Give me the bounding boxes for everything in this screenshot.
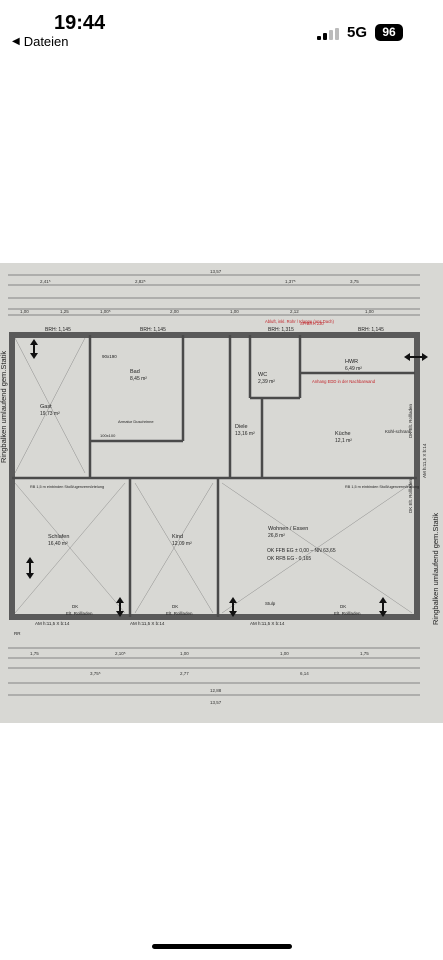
status-bar: 19:44 ◀ Dateien 5G 96 (0, 0, 443, 56)
home-indicator[interactable] (152, 944, 292, 949)
brh-2: BRH: 1,145 (140, 327, 166, 333)
red-note-4: Anhang EDD in der Nachbarwand (312, 379, 376, 384)
rr-label: RR (14, 631, 21, 636)
bottom-dk-3: DK (340, 604, 346, 609)
bottom-am-1: AM h:11,5 X b:14 (35, 621, 70, 626)
room-bad-name: Bad (130, 369, 140, 375)
room-gast-name: Gast (40, 404, 52, 410)
arrow-markers (26, 339, 428, 617)
bottom-am-3: AM h:11,5 X b:14 (250, 621, 285, 626)
wall-note-right: Ringbalken umlaufend gem.Statik (431, 513, 440, 625)
svg-text:1,00: 1,00 (365, 309, 374, 314)
network-type: 5G (347, 24, 368, 41)
red-note-3: SP/BRH 230 (300, 321, 324, 326)
room-diele-area: 13,16 m² (235, 431, 255, 437)
svg-text:2,00: 2,00 (170, 309, 179, 314)
room-diele-name: Diele (235, 424, 248, 430)
svg-text:2,41⁵: 2,41⁵ (40, 279, 51, 284)
bottom-sub-dimension: 12,88 (210, 688, 222, 693)
svg-text:1,37⁵: 1,37⁵ (285, 279, 296, 284)
top-dimension-lines (8, 274, 420, 316)
room-wc-name: WC (258, 372, 267, 378)
room-hwr-name: HWR (345, 359, 358, 365)
hatch-lines (14, 337, 413, 614)
ringbalken-note-1: RB 1,5 m einbinden Stoßfugenvermörtelung (30, 485, 104, 489)
back-to-files-button[interactable]: ◀ Dateien (12, 34, 69, 49)
room-gast-area: 19,73 m² (40, 411, 60, 417)
red-note-2: Abluft, inkl. Rohr / Klappe (ans Dach) (265, 319, 334, 324)
svg-text:1,00: 1,00 (180, 651, 189, 656)
room-schlafen-area: 16,40 m² (48, 541, 68, 547)
back-arrow-icon: ◀ (12, 36, 20, 47)
svg-text:1,75: 1,75 (360, 651, 369, 656)
room-kind-name: Kind (172, 534, 183, 540)
svg-text:1,00: 1,00 (280, 651, 289, 656)
bottom-dk-2: DK (172, 604, 178, 609)
svg-text:1,00: 1,00 (230, 309, 239, 314)
svg-text:6,14: 6,14 (300, 671, 309, 676)
floor-plan-drawing: 13,57 2,41⁵ 2,82⁵ 1,37⁵ 3,75 1,00 1,25 1… (0, 269, 440, 705)
top-total-dimension: 13,57 (210, 269, 222, 274)
dusche-label: Armatur Duschrinne (118, 419, 154, 424)
bottom-rollladen-1: Elt. Rollladen (66, 611, 93, 616)
svg-text:3,75: 3,75 (350, 279, 359, 284)
dusche-size: 100x100 (100, 433, 116, 438)
battery-level: 96 (375, 24, 403, 41)
bottom-rollladen-2: Elt. Rollladen (166, 611, 193, 616)
brh-1: BRH: 1,145 (45, 327, 71, 333)
svg-text:1,00: 1,00 (20, 309, 29, 314)
right-rollladen-2: DK Elt. Rollladen (408, 403, 413, 438)
stulp-label: Stulp (265, 601, 276, 606)
bottom-dk-1: DK (72, 604, 78, 609)
right-am-label: AM h:11,5 X b:14 (422, 443, 427, 478)
ringbalken-note-2: RB 1,5 m einbinden Stoßfugenvermörtelung (345, 485, 419, 489)
wall-note-left: Ringbalken umlaufend gem.Statik (0, 351, 8, 463)
inner-walls (12, 335, 417, 617)
svg-text:3,75⁵: 3,75⁵ (90, 671, 101, 676)
room-bad-area: 8,45 m² (130, 376, 147, 382)
cellular-signal-icon (317, 28, 339, 40)
svg-text:2,82⁵: 2,82⁵ (135, 279, 146, 284)
svg-text:2,10⁵: 2,10⁵ (115, 651, 126, 656)
svg-text:1,75: 1,75 (30, 651, 39, 656)
room-wohnen-name: Wohnen / Essen (268, 526, 308, 532)
brh-3: BRH: 1,315 (268, 327, 294, 333)
right-rollladen-1: DK Elt. Rollladen (408, 478, 413, 513)
svg-text:1,25: 1,25 (60, 309, 69, 314)
level-rfb: OK RFB EG - 0,165 (267, 556, 311, 562)
brh-4: BRH: 1,145 (358, 327, 384, 333)
svg-text:2,77: 2,77 (180, 671, 189, 676)
room-kueche-area: 12,1 m² (335, 438, 352, 444)
room-wc-area: 2,39 m² (258, 379, 275, 385)
room-kind-area: 12,09 m² (172, 541, 192, 547)
bottom-am-2: AM h:11,5 X b:14 (130, 621, 165, 626)
room-kueche-name: Küche (335, 431, 351, 437)
level-ffb: OK FFB EG ± 0,00 – NN 63,65 (267, 548, 336, 554)
room-schlafen-name: Schlafen (48, 534, 69, 540)
back-label: Dateien (23, 34, 69, 49)
svg-text:2,12: 2,12 (290, 309, 299, 314)
room-wohnen-area: 26,8 m² (268, 533, 285, 539)
kuehlschrank-label: Kühl-schrank (385, 429, 412, 434)
bottom-rollladen-3: Elt. Rollladen (334, 611, 361, 616)
clock: 19:44 (54, 12, 106, 34)
bottom-total-dimension: 13,57 (210, 700, 222, 705)
floor-plan-image[interactable]: 13,57 2,41⁵ 2,82⁵ 1,37⁵ 3,75 1,00 1,25 1… (0, 263, 443, 723)
bed-size: 90x190 (102, 354, 117, 359)
room-hwr-area: 6,49 m² (345, 366, 362, 372)
bottom-dimension-lines (8, 647, 420, 696)
svg-text:1,00⁵: 1,00⁵ (100, 309, 111, 314)
outer-wall (9, 332, 420, 620)
